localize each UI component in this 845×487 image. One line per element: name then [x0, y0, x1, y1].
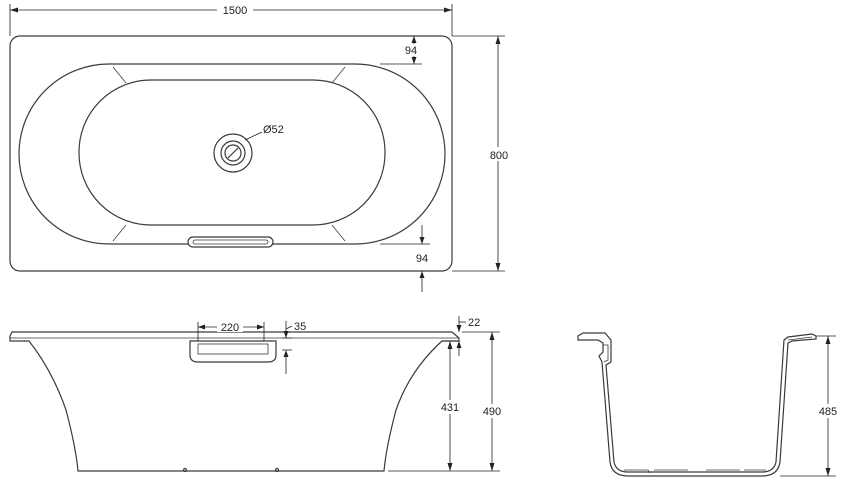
rib-bottom-right [331, 224, 346, 242]
rib-top-left [112, 66, 127, 84]
tub-section-shell [577, 332, 817, 477]
dim-inner-depth: 431 [441, 402, 459, 414]
dim-section-height: 485 [819, 406, 837, 418]
section-view: 485 [577, 332, 842, 477]
drain [213, 133, 253, 173]
dim-rim-thickness: 22 [468, 317, 480, 329]
side-view: 220 35 22 431 490 [9, 316, 506, 473]
dim-overall-width: 800 [490, 150, 508, 162]
grab-handle-side [189, 340, 277, 363]
rib-top-right [331, 66, 346, 84]
top-view: 1500 800 94 94 Ø52 [9, 4, 512, 292]
rib-bottom-left [112, 224, 127, 242]
grab-handle-top [187, 236, 274, 248]
tub-side-body [9, 331, 460, 472]
dim-rim-top: 94 [405, 45, 417, 57]
dim-handle-length: 220 [221, 322, 239, 334]
dim-total-height: 490 [483, 406, 501, 418]
dim-overall-length: 1500 [223, 5, 247, 17]
dim-drain-diameter: Ø52 [263, 124, 284, 136]
dim-rim-bottom: 94 [416, 253, 428, 265]
dim-handle-offset: 35 [294, 321, 306, 333]
